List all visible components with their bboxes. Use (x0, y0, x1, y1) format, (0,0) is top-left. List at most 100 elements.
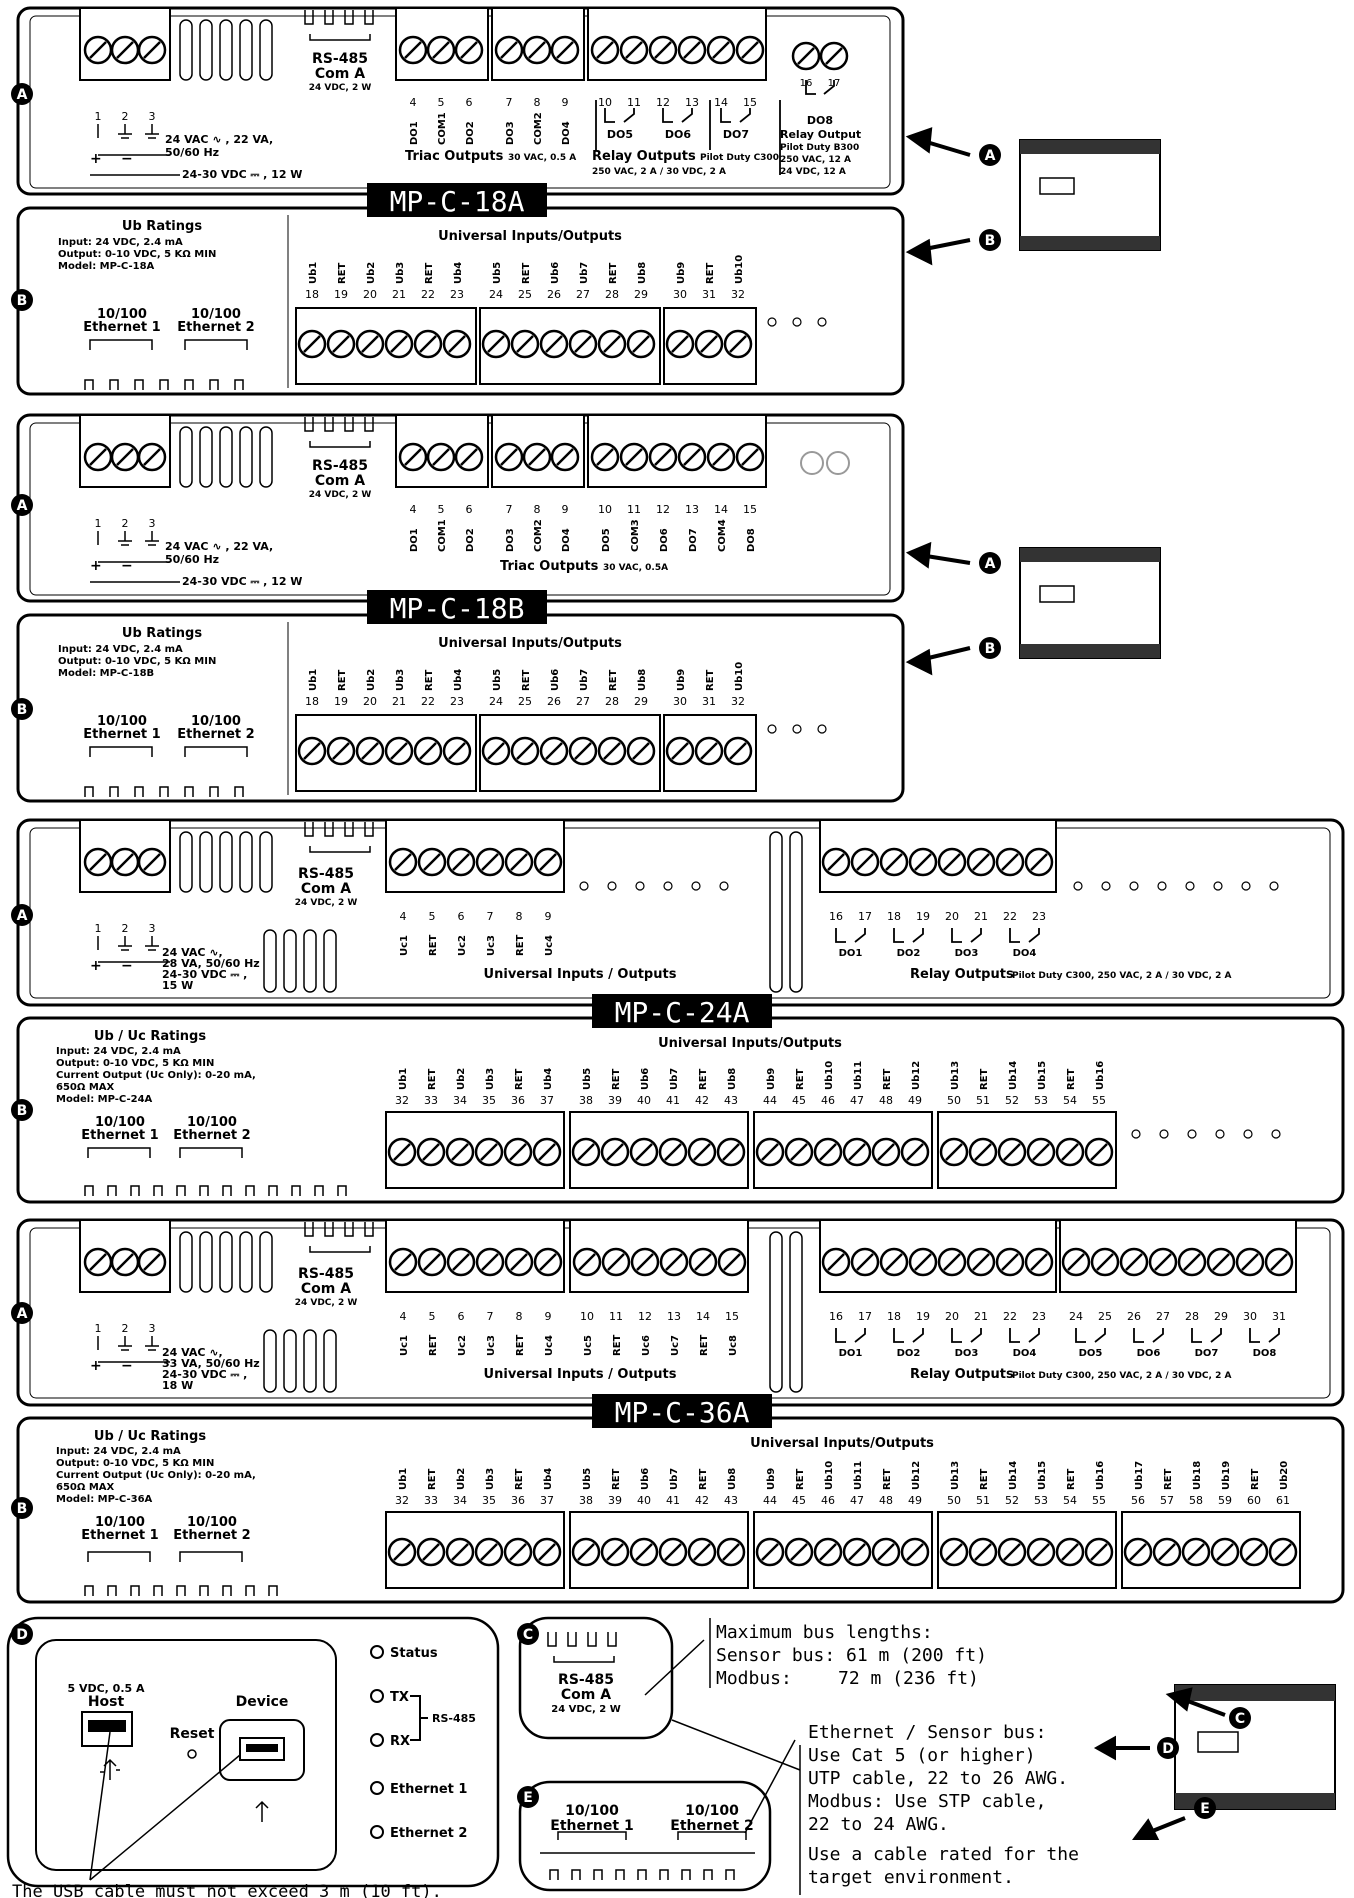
power-vac: 24 VAC ∿ , 22 VA, (165, 133, 273, 146)
pin-number: 5 (438, 96, 445, 109)
e-eth2-speed: 10/100 (685, 1803, 739, 1819)
terminal-label: Ub19 (1221, 1461, 1232, 1490)
pin-number: 9 (562, 96, 569, 109)
e-eth1-speed: 10/100 (565, 1803, 619, 1819)
cable-notes: Ethernet / Sensor bus: Use Cat 5 (or hig… (808, 1722, 1079, 1888)
terminal-label: Ub14 (1008, 1061, 1019, 1090)
power-pin: 1 (95, 517, 102, 530)
power-pin: 2 (122, 922, 129, 935)
ub-output: Output: 0-10 VDC, 5 KΩ MIN (58, 249, 216, 260)
terminal-label: Ub9 (676, 669, 687, 691)
pin-number: 42 (695, 1094, 709, 1107)
terminal-label: RET (979, 1068, 990, 1090)
relay-label: DO6 (1137, 1348, 1161, 1359)
pin-number: 10 (580, 1310, 594, 1323)
callout-a-label: A (17, 908, 28, 924)
pin-number: 4 (400, 910, 407, 923)
e-eth1-label: Ethernet 1 (550, 1818, 633, 1834)
detail-d-text: 5 VDC, 0.5 A Host Device Reset Status TX… (67, 1646, 475, 1841)
e-eth2-label: Ethernet 2 (670, 1818, 753, 1834)
ub-model: Model: MP-C-18A (58, 261, 155, 272)
mp-c-24a-bottom-board (16, 1016, 1345, 1204)
output-label: DO2 (465, 528, 476, 552)
host-label: Host (88, 1694, 125, 1710)
terminal-label: RET (424, 669, 435, 691)
terminal-label: Ub3 (485, 1468, 496, 1490)
terminal-label: Ub8 (637, 262, 648, 284)
terminal-label: Ub8 (637, 669, 648, 691)
pin-number: 21 (974, 910, 988, 923)
rs485-port: Com A (315, 473, 365, 489)
uio-title: Universal Inputs / Outputs (484, 967, 677, 982)
b300-duty: Pilot Duty B300 (780, 143, 859, 153)
callout-a-label: A (17, 498, 28, 514)
pin-number: 7 (506, 503, 513, 516)
eth1-label: Ethernet 1 (83, 320, 160, 335)
output-label: DO8 (746, 528, 757, 552)
pin-number: 49 (908, 1094, 922, 1107)
pin-number: 8 (534, 503, 541, 516)
pin-number: 13 (667, 1310, 681, 1323)
callout-b-label: B (985, 641, 996, 657)
terminal-label: Uc1 (399, 935, 410, 956)
output-label: COM4 (717, 519, 728, 552)
eth2-speed: 10/100 (191, 307, 241, 322)
power-pin: 1 (95, 1322, 102, 1335)
pin-number: 32 (731, 695, 745, 708)
pin-number: 18 (887, 910, 901, 923)
terminal-label: Ub1 (398, 1468, 409, 1490)
ub-model: Model: MP-C-18B (58, 668, 154, 679)
sensor-bus-length: Sensor bus: 61 m (200 ft) (716, 1645, 987, 1666)
terminal-label: Ub10 (824, 1061, 835, 1090)
power-va: 33 VA, 50/60 Hz (162, 1357, 260, 1370)
power-pin: 1 (95, 922, 102, 935)
pin-number: 6 (458, 1310, 465, 1323)
pin-number: 21 (392, 288, 406, 301)
relay-rating: Pilot Duty C300, 250 VAC, 2 A / 30 VDC, … (1012, 971, 1231, 981)
pin-number: 24 (489, 695, 503, 708)
pin-number: 8 (516, 1310, 523, 1323)
cable-note: Use a cable rated for the (808, 1844, 1079, 1865)
terminal-label: Ub6 (640, 1068, 651, 1090)
output-label: DO3 (505, 528, 516, 552)
pin-number: 43 (724, 1094, 738, 1107)
pin-number: 7 (487, 910, 494, 923)
uio-title: Universal Inputs/Outputs (750, 1436, 934, 1451)
callout-e-label: E (1200, 1801, 1210, 1817)
power-hz: 50/60 Hz (165, 553, 219, 566)
terminal-label: Ub5 (492, 669, 503, 691)
relay-label: DO3 (955, 1348, 979, 1359)
pin-number: 57 (1160, 1494, 1174, 1507)
pin-number: 49 (908, 1494, 922, 1507)
power-vdc: 24-30 VDC ⎓ , (162, 1368, 247, 1381)
pin-number: 52 (1005, 1094, 1019, 1107)
device-label: Device (236, 1694, 289, 1710)
pin-number: 11 (627, 503, 641, 516)
pin-number: 15 (743, 503, 757, 516)
pin-number: 45 (792, 1094, 806, 1107)
cable-note: target environment. (808, 1867, 1014, 1888)
terminal-label: Ub13 (950, 1461, 961, 1490)
pin-number: 25 (518, 288, 532, 301)
b300-rating: 250 VAC, 12 A (780, 155, 851, 165)
pin-number: 52 (1005, 1494, 1019, 1507)
terminal-label: Ub7 (669, 1468, 680, 1490)
ub24a-terminal-labels: Ub132RET33Ub234Ub335RET36Ub437Ub538RET39… (395, 1061, 1106, 1107)
pin-number: 31 (702, 288, 716, 301)
terminal-label: Ub2 (456, 1468, 467, 1490)
relay-duty: Pilot Duty C300 (700, 153, 779, 163)
callout-a-label: A (17, 87, 28, 103)
pin-number: 16 (800, 78, 813, 89)
host-rating: 5 VDC, 0.5 A (67, 1682, 145, 1695)
eth1-label: Ethernet 1 (81, 1528, 158, 1543)
pin-number: 9 (545, 910, 552, 923)
output-label: COM3 (630, 519, 641, 552)
ub18b-terminal-labels: Ub118RET19Ub220Ub321RET22Ub423Ub524RET25… (305, 662, 745, 708)
pin-number: 13 (685, 503, 699, 516)
uio-title: Universal Inputs/Outputs (438, 636, 622, 651)
power-w: 15 W (162, 979, 193, 992)
pin-number: 51 (976, 1494, 990, 1507)
modbus-length: 72 m (236 ft) (838, 1668, 979, 1689)
pin-number: 28 (605, 695, 619, 708)
pin-number: 37 (540, 1094, 554, 1107)
